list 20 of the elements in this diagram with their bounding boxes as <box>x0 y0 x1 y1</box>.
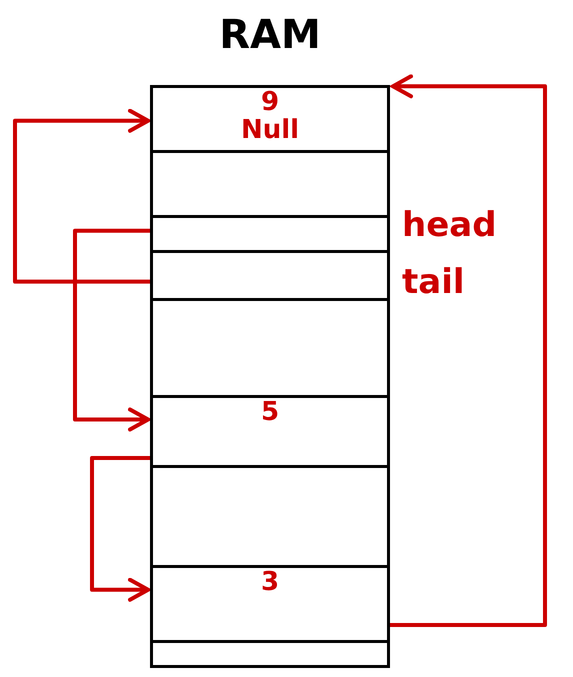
pointer-label: tail <box>402 262 465 302</box>
memory-cell <box>150 395 390 465</box>
cell-value: 9 <box>260 88 280 116</box>
memory-cell <box>150 150 390 215</box>
memory-cell <box>150 640 390 668</box>
cell-value: Null <box>240 116 300 144</box>
pointer-label: head <box>402 205 497 245</box>
memory-cell <box>150 465 390 565</box>
memory-cell <box>150 565 390 640</box>
memory-cell <box>150 298 390 395</box>
memory-cell <box>150 85 390 150</box>
memory-cell <box>150 215 390 250</box>
pointer-arrow <box>73 228 150 432</box>
pointer-arrow <box>13 108 150 284</box>
pointer-arrow <box>390 74 547 627</box>
cell-value: 5 <box>260 398 280 426</box>
cell-value: 3 <box>260 568 280 596</box>
memory-title: RAM <box>218 11 322 60</box>
pointer-arrow <box>90 456 150 602</box>
memory-cell <box>150 250 390 298</box>
